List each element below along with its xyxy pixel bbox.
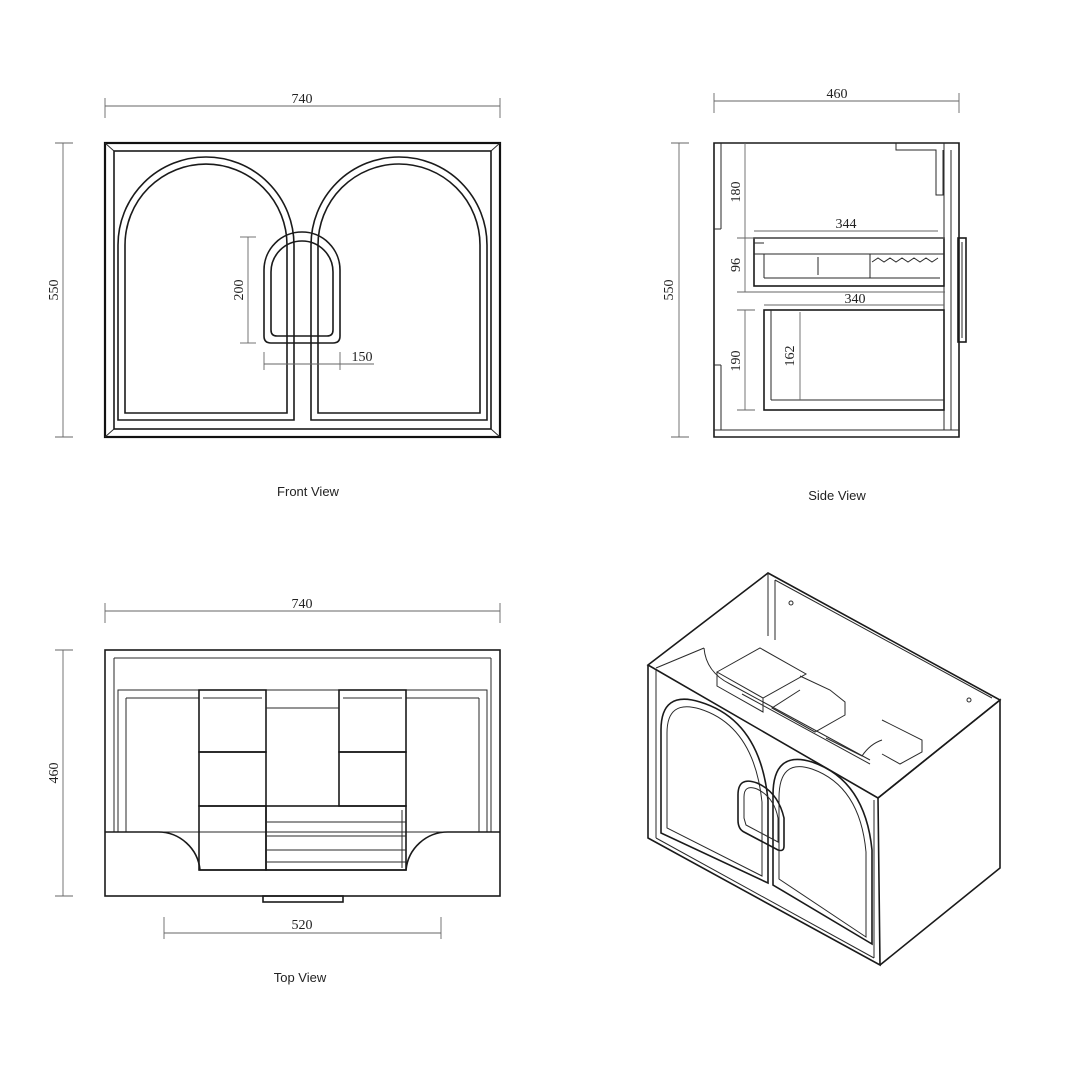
drawer-height-label: 96 xyxy=(729,258,744,272)
iso-right-arch xyxy=(772,758,873,946)
side-depth-label: 460 xyxy=(827,87,848,102)
drawer-height-dimension: 96 xyxy=(729,238,746,292)
handle-width-label: 150 xyxy=(352,350,373,365)
handle-height-dimension: 200 xyxy=(232,236,256,344)
upper-drawer xyxy=(753,237,945,287)
top-drawer-blocks xyxy=(198,689,407,871)
side-handle-profile xyxy=(957,237,967,343)
top-handle xyxy=(262,895,344,903)
top-cabinet-outline xyxy=(104,649,501,897)
handle-height-label: 200 xyxy=(232,280,247,301)
bottom-gap-label: 190 xyxy=(729,351,744,372)
top-width-label: 740 xyxy=(292,597,313,612)
drawer-depth-top-dimension: 344 xyxy=(754,217,938,232)
top-gap-dimension: 180 xyxy=(729,143,746,238)
side-depth-dimension: 460 xyxy=(713,87,960,113)
top-view-caption: Top View xyxy=(274,970,327,985)
top-width-dimension: 740 xyxy=(104,597,501,623)
side-cabinet-outline xyxy=(713,142,960,438)
arch-handle xyxy=(263,231,341,344)
bottom-gap-dimension: 190 xyxy=(729,309,755,411)
front-view: 740 550 xyxy=(47,92,502,499)
side-view-caption: Side View xyxy=(808,488,866,503)
top-inner-width-dimension: 520 xyxy=(163,917,442,939)
handle-width-dimension: 150 xyxy=(263,350,374,370)
drawer-depth-bottom-label: 340 xyxy=(845,292,866,307)
top-front-cutout xyxy=(105,831,500,871)
drawer-depth-top-label: 344 xyxy=(836,217,857,232)
lower-shelf-label: 162 xyxy=(783,346,798,367)
top-inner-width-label: 520 xyxy=(292,918,313,933)
right-arch-moulding xyxy=(310,156,488,421)
front-width-label: 740 xyxy=(292,92,313,107)
iso-front-face xyxy=(647,665,881,967)
top-view: 740 460 xyxy=(47,597,501,985)
top-gap-label: 180 xyxy=(729,182,744,203)
iso-handle xyxy=(737,780,785,852)
side-view: 460 550 xyxy=(662,87,967,503)
side-height-dimension: 550 xyxy=(662,142,689,438)
iso-left-arch xyxy=(660,698,769,885)
drawer-depth-bottom-dimension: 340 xyxy=(764,292,944,307)
front-width-dimension: 740 xyxy=(104,92,501,118)
front-door-panel xyxy=(113,150,492,430)
left-arch-moulding xyxy=(117,156,295,421)
isometric-view xyxy=(646,572,1002,967)
side-height-label: 550 xyxy=(662,280,677,301)
iso-right-side xyxy=(877,698,1001,966)
front-view-caption: Front View xyxy=(277,484,340,499)
top-depth-label: 460 xyxy=(47,763,62,784)
top-depth-dimension: 460 xyxy=(47,649,73,897)
lower-shelf-dimension: 162 xyxy=(783,312,801,400)
iso-internal-drawers xyxy=(715,647,923,765)
front-height-label: 550 xyxy=(47,280,62,301)
front-cabinet-outline xyxy=(103,141,502,439)
front-height-dimension: 550 xyxy=(47,142,73,438)
